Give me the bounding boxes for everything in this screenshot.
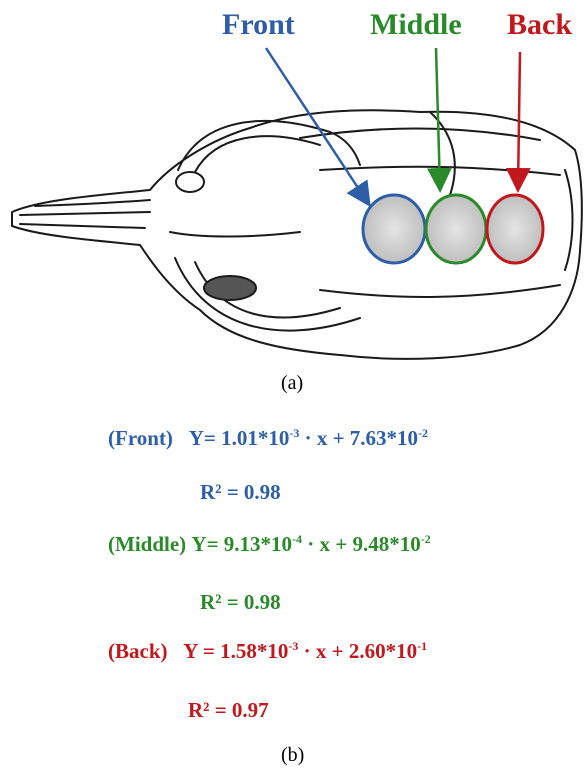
middle-equation: (Middle) Y= 9.13*10-4 · x + 9.48*10-2 — [108, 534, 431, 555]
back-eq-base: Y = 1.58*10 — [183, 639, 288, 663]
back-arrow — [518, 52, 520, 188]
front-r2: R² = 0.98 — [200, 482, 281, 503]
back-equation: (Back) Y = 1.58*10-3 · x + 2.60*10-1 — [108, 641, 427, 662]
front-eq-base: Y= 1.01*10 — [189, 426, 290, 450]
front-region-circle — [363, 195, 425, 263]
front-eq-exp2: -2 — [418, 426, 428, 440]
caption-a: (a) — [281, 373, 303, 393]
back-eq-exp1: -3 — [288, 639, 298, 653]
front-equation: (Front) Y= 1.01*10-3 · x + 7.63*10-2 — [108, 428, 428, 449]
middle-r2: R² = 0.98 — [200, 592, 281, 613]
front-eq-exp1: -3 — [289, 426, 299, 440]
middle-tag: (Middle) — [108, 532, 186, 556]
back-eq-exp2: -1 — [417, 639, 427, 653]
back-r2: R² = 0.97 — [188, 700, 269, 721]
back-tag: (Back) — [108, 639, 168, 663]
middle-eq-mid: · x + 9.48*10 — [302, 532, 421, 556]
front-eq-mid: · x + 7.63*10 — [299, 426, 418, 450]
middle-eq-exp2: -2 — [421, 532, 431, 546]
back-region-circle — [487, 195, 543, 263]
caption-b: (b) — [281, 745, 304, 765]
front-arrow — [266, 48, 368, 203]
middle-region-circle — [426, 195, 486, 263]
middle-eq-exp1: -4 — [292, 532, 302, 546]
front-tag: (Front) — [108, 426, 173, 450]
middle-eq-base: Y= 9.13*10 — [191, 532, 292, 556]
back-eq-mid: · x + 2.60*10 — [298, 639, 417, 663]
